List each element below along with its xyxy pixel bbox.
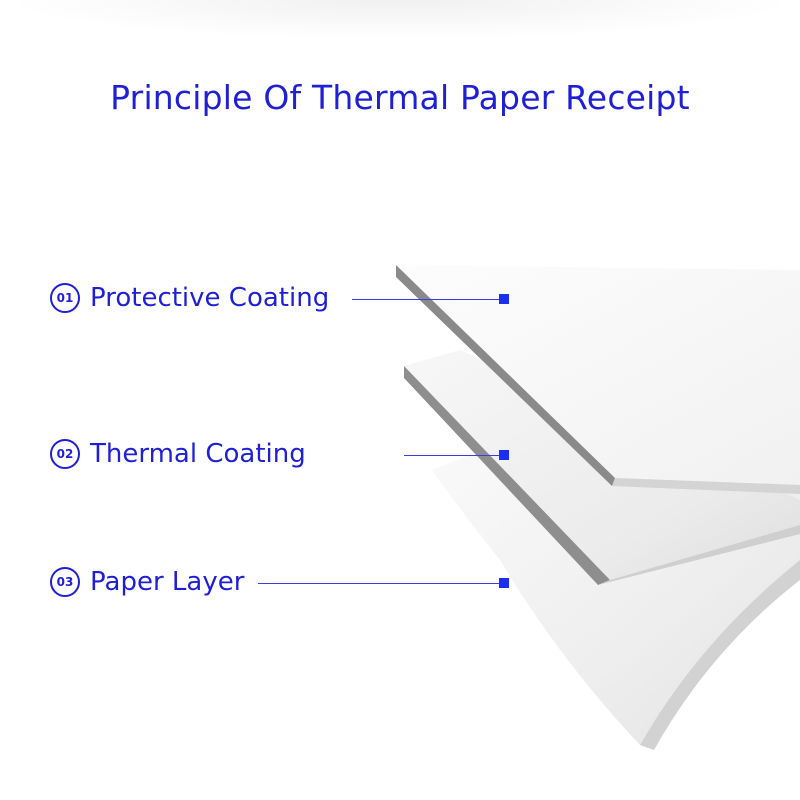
number-badge: 01 (50, 283, 80, 313)
layer-label-text: Paper Layer (90, 567, 245, 597)
layer-label-text: Thermal Coating (90, 439, 306, 469)
marker-square-icon (499, 294, 509, 304)
marker-square-icon (499, 578, 509, 588)
leader-line (404, 455, 502, 456)
leader-line (258, 583, 502, 584)
layer-label-paper-layer: 03 Paper Layer (50, 567, 244, 597)
layer-label-thermal-coating: 02 Thermal Coating (50, 439, 306, 469)
marker-square-icon (499, 450, 509, 460)
page-title: Principle Of Thermal Paper Receipt (110, 78, 690, 117)
leader-line (352, 299, 502, 300)
protective-coating-sheet (396, 265, 800, 494)
number-badge: 03 (50, 567, 80, 597)
layer-label-protective-coating: 01 Protective Coating (50, 283, 329, 313)
number-badge: 02 (50, 439, 80, 469)
top-shade (0, 0, 800, 40)
layer-label-text: Protective Coating (90, 283, 330, 313)
